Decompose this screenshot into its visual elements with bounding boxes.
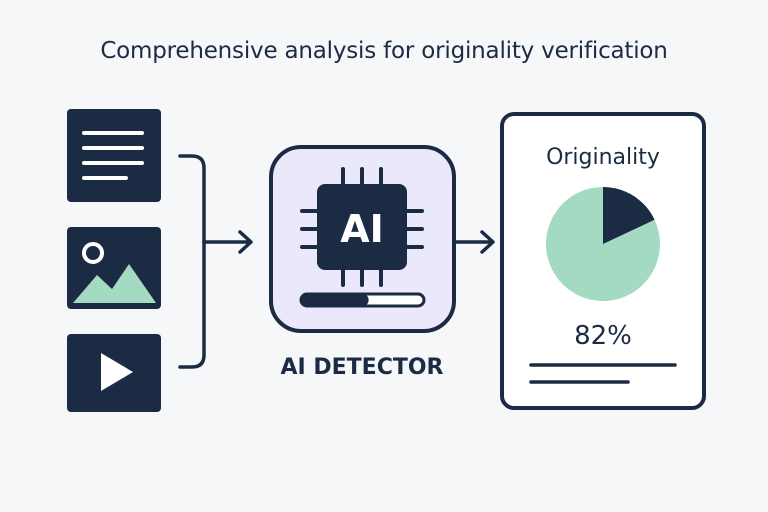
detector-progress-fill	[301, 294, 369, 306]
arrow-to-detector	[202, 230, 253, 254]
arrow-to-result	[452, 230, 495, 254]
detector-progress-bar	[299, 292, 426, 308]
ai-chip-icon	[317, 184, 407, 270]
document-input-card	[67, 109, 161, 202]
chip-pins	[300, 167, 424, 287]
originality-pie-chart	[545, 187, 660, 301]
detector-label: AI DETECTOR	[281, 355, 444, 380]
video-input-card	[67, 334, 161, 412]
image-input-card	[67, 227, 161, 309]
originality-result-card: Originality 82%	[500, 112, 706, 410]
document-icon	[82, 131, 144, 180]
originality-title: Originality	[546, 145, 660, 170]
pie-slice-remaining	[603, 187, 655, 244]
input-bracket	[178, 154, 206, 369]
originality-value: 82%	[574, 321, 632, 351]
play-icon	[101, 353, 133, 391]
diagram-title: Comprehensive analysis for originality v…	[100, 38, 668, 64]
ai-detector-box: AI	[269, 145, 456, 333]
ai-chip-text: AI	[340, 207, 384, 251]
pie-slice-original	[545, 187, 660, 301]
image-icon	[73, 242, 156, 303]
